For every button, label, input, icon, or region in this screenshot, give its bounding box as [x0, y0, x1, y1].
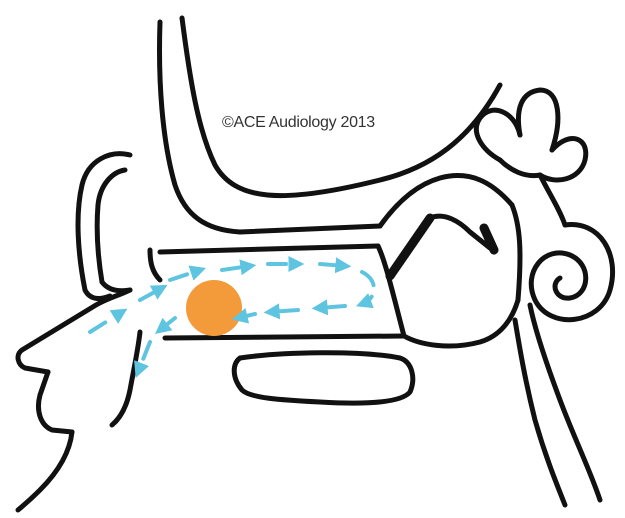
airflow-arrow: [140, 288, 162, 300]
airflow-arrow: [160, 318, 175, 330]
airflow-arrow: [170, 270, 200, 280]
airflow-arrow: [270, 310, 298, 312]
airflow-arrow: [222, 266, 250, 270]
airflow-arrow: [320, 264, 345, 266]
outer-ear: [78, 154, 130, 299]
airflow-arrow: [318, 306, 345, 308]
jaw-structure: [234, 353, 413, 403]
airflow-arrow: [90, 312, 122, 332]
copyright-label: ©ACE Audiology 2013: [222, 114, 375, 132]
airflow-arrow: [362, 272, 374, 304]
ossicles: [390, 216, 494, 276]
inner-ear: [476, 90, 612, 505]
earwax-obstruction: [186, 280, 242, 336]
